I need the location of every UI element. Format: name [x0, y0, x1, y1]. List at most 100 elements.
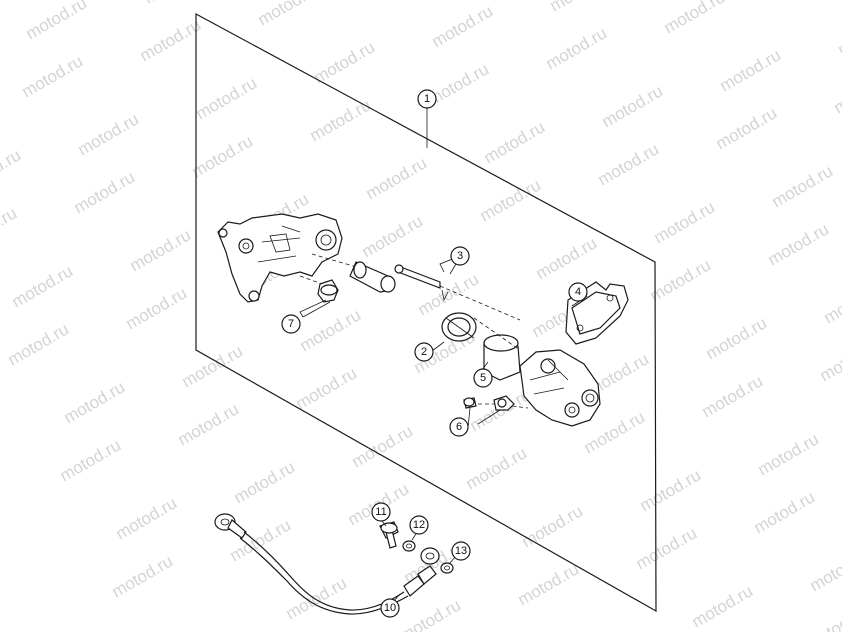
caliper-bracket — [217, 213, 343, 303]
watermark-text: motod.ru — [633, 523, 701, 573]
watermark-text: motod.ru — [141, 0, 209, 7]
watermark-text: motod.ru — [5, 319, 73, 369]
watermark-text: motod.ru — [113, 493, 181, 543]
part-11-banjo-bolt — [379, 521, 399, 549]
assembly-outline — [195, 12, 657, 613]
callout-11: 11 — [371, 502, 391, 522]
watermark-text: motod.ru — [477, 175, 545, 225]
watermark-text: motod.ru — [651, 197, 719, 247]
watermark-text: motod.ru — [821, 277, 842, 327]
watermark-text: motod.ru — [19, 51, 87, 101]
watermark-text: motod.ru — [699, 371, 767, 421]
slide-pin — [311, 253, 396, 293]
callout-5-label: 5 — [480, 372, 486, 384]
part-3-pad-pin — [394, 264, 521, 321]
part-12-washer — [402, 540, 416, 552]
watermark-text: motod.ru — [689, 581, 757, 631]
watermark-text: motod.ru — [547, 0, 615, 15]
watermark-text: motod.ru — [363, 153, 431, 203]
watermark-text: motod.ru — [595, 139, 663, 189]
callout-1-label: 1 — [424, 93, 430, 105]
watermark-text: motod.ru — [71, 167, 139, 217]
watermark-text: motod.ru — [175, 399, 243, 449]
watermark-text: motod.ru — [127, 225, 195, 275]
part-6-bleeder — [463, 395, 529, 411]
callout-7-label: 7 — [288, 318, 294, 330]
callout-11-label: 11 — [375, 506, 386, 518]
watermark-text: motod.ru — [75, 109, 143, 159]
watermark-text: motod.ru — [297, 305, 365, 355]
watermark-text: motod.ru — [0, 145, 24, 195]
watermark-text: motod.ru — [397, 595, 465, 632]
callout-13-label: 13 — [455, 545, 467, 557]
watermark-text: motod.ru — [109, 551, 177, 601]
watermark-text: motod.ru — [803, 603, 842, 632]
watermark-text: motod.ru — [835, 9, 842, 59]
callout-10: 10 — [380, 598, 400, 618]
watermark-text: motod.ru — [661, 0, 729, 37]
part-7-pin — [299, 275, 339, 303]
watermark-text: motod.ru — [519, 501, 587, 551]
watermark-text: motod.ru — [193, 73, 261, 123]
watermark-text: motod.ru — [227, 515, 295, 565]
watermark-text: motod.ru — [765, 219, 833, 269]
watermark-text: motod.ru — [807, 545, 842, 595]
watermark-text: motod.ru — [137, 15, 205, 65]
watermark-text: motod.ru — [751, 487, 819, 537]
watermark-text: motod.ru — [817, 335, 842, 385]
watermark-text: motod.ru — [231, 457, 299, 507]
callout-2: 2 — [414, 342, 434, 362]
callout-6-label: 6 — [456, 421, 462, 433]
callout-7: 7 — [281, 314, 301, 334]
watermark-text: motod.ru — [0, 203, 20, 253]
caliper-housing — [519, 349, 601, 427]
callout-5: 5 — [473, 368, 493, 388]
watermark-text: motod.ru — [769, 161, 837, 211]
watermark-text: motod.ru — [57, 435, 125, 485]
watermark-text: motod.ru — [713, 103, 781, 153]
callout-1: 1 — [417, 89, 437, 109]
watermark-text: motod.ru — [543, 23, 611, 73]
watermark-text: motod.ru — [429, 1, 497, 51]
watermark-text: motod.ru — [123, 283, 191, 333]
watermark-text: motod.ru — [481, 117, 549, 167]
watermark-text: motod.ru — [23, 0, 91, 43]
watermark-text: motod.ru — [831, 67, 842, 117]
watermark-text: motod.ru — [359, 211, 427, 261]
watermark-text: motod.ru — [463, 443, 531, 493]
part-2-seal-ring — [441, 312, 477, 342]
part-5-piston — [473, 317, 521, 381]
watermark-text: motod.ru — [255, 0, 323, 29]
watermark-text: motod.ru — [9, 261, 77, 311]
watermark-text: motod.ru — [293, 363, 361, 413]
callout-3: 3 — [450, 246, 470, 266]
callout-12: 12 — [409, 515, 429, 535]
callout-6: 6 — [449, 417, 469, 437]
callout-2-label: 2 — [421, 346, 427, 358]
watermark-text: motod.ru — [779, 0, 842, 1]
part-13-washer — [440, 562, 454, 574]
watermark-text: motod.ru — [179, 341, 247, 391]
callout-3-label: 3 — [457, 250, 463, 262]
watermark-text: motod.ru — [283, 573, 351, 623]
callout-12-label: 12 — [413, 519, 425, 531]
callout-13: 13 — [451, 541, 471, 561]
callout-4: 4 — [568, 282, 588, 302]
watermark-text: motod.ru — [637, 465, 705, 515]
watermark-text: motod.ru — [311, 37, 379, 87]
watermark-text: motod.ru — [647, 255, 715, 305]
watermark-text: motod.ru — [717, 45, 785, 95]
callout-10-label: 10 — [384, 602, 396, 614]
watermark-text: motod.ru — [349, 421, 417, 471]
watermark-text: motod.ru — [515, 559, 583, 609]
callout-4-label: 4 — [575, 286, 581, 298]
watermark-text: motod.ru — [755, 429, 823, 479]
watermark-text: motod.ru — [307, 95, 375, 145]
watermark-text: motod.ru — [189, 131, 257, 181]
watermark-text: motod.ru — [61, 377, 129, 427]
watermark-text: motod.ru — [599, 81, 667, 131]
watermark-text: motod.ru — [703, 313, 771, 363]
watermark-text: motod.ru — [533, 233, 601, 283]
